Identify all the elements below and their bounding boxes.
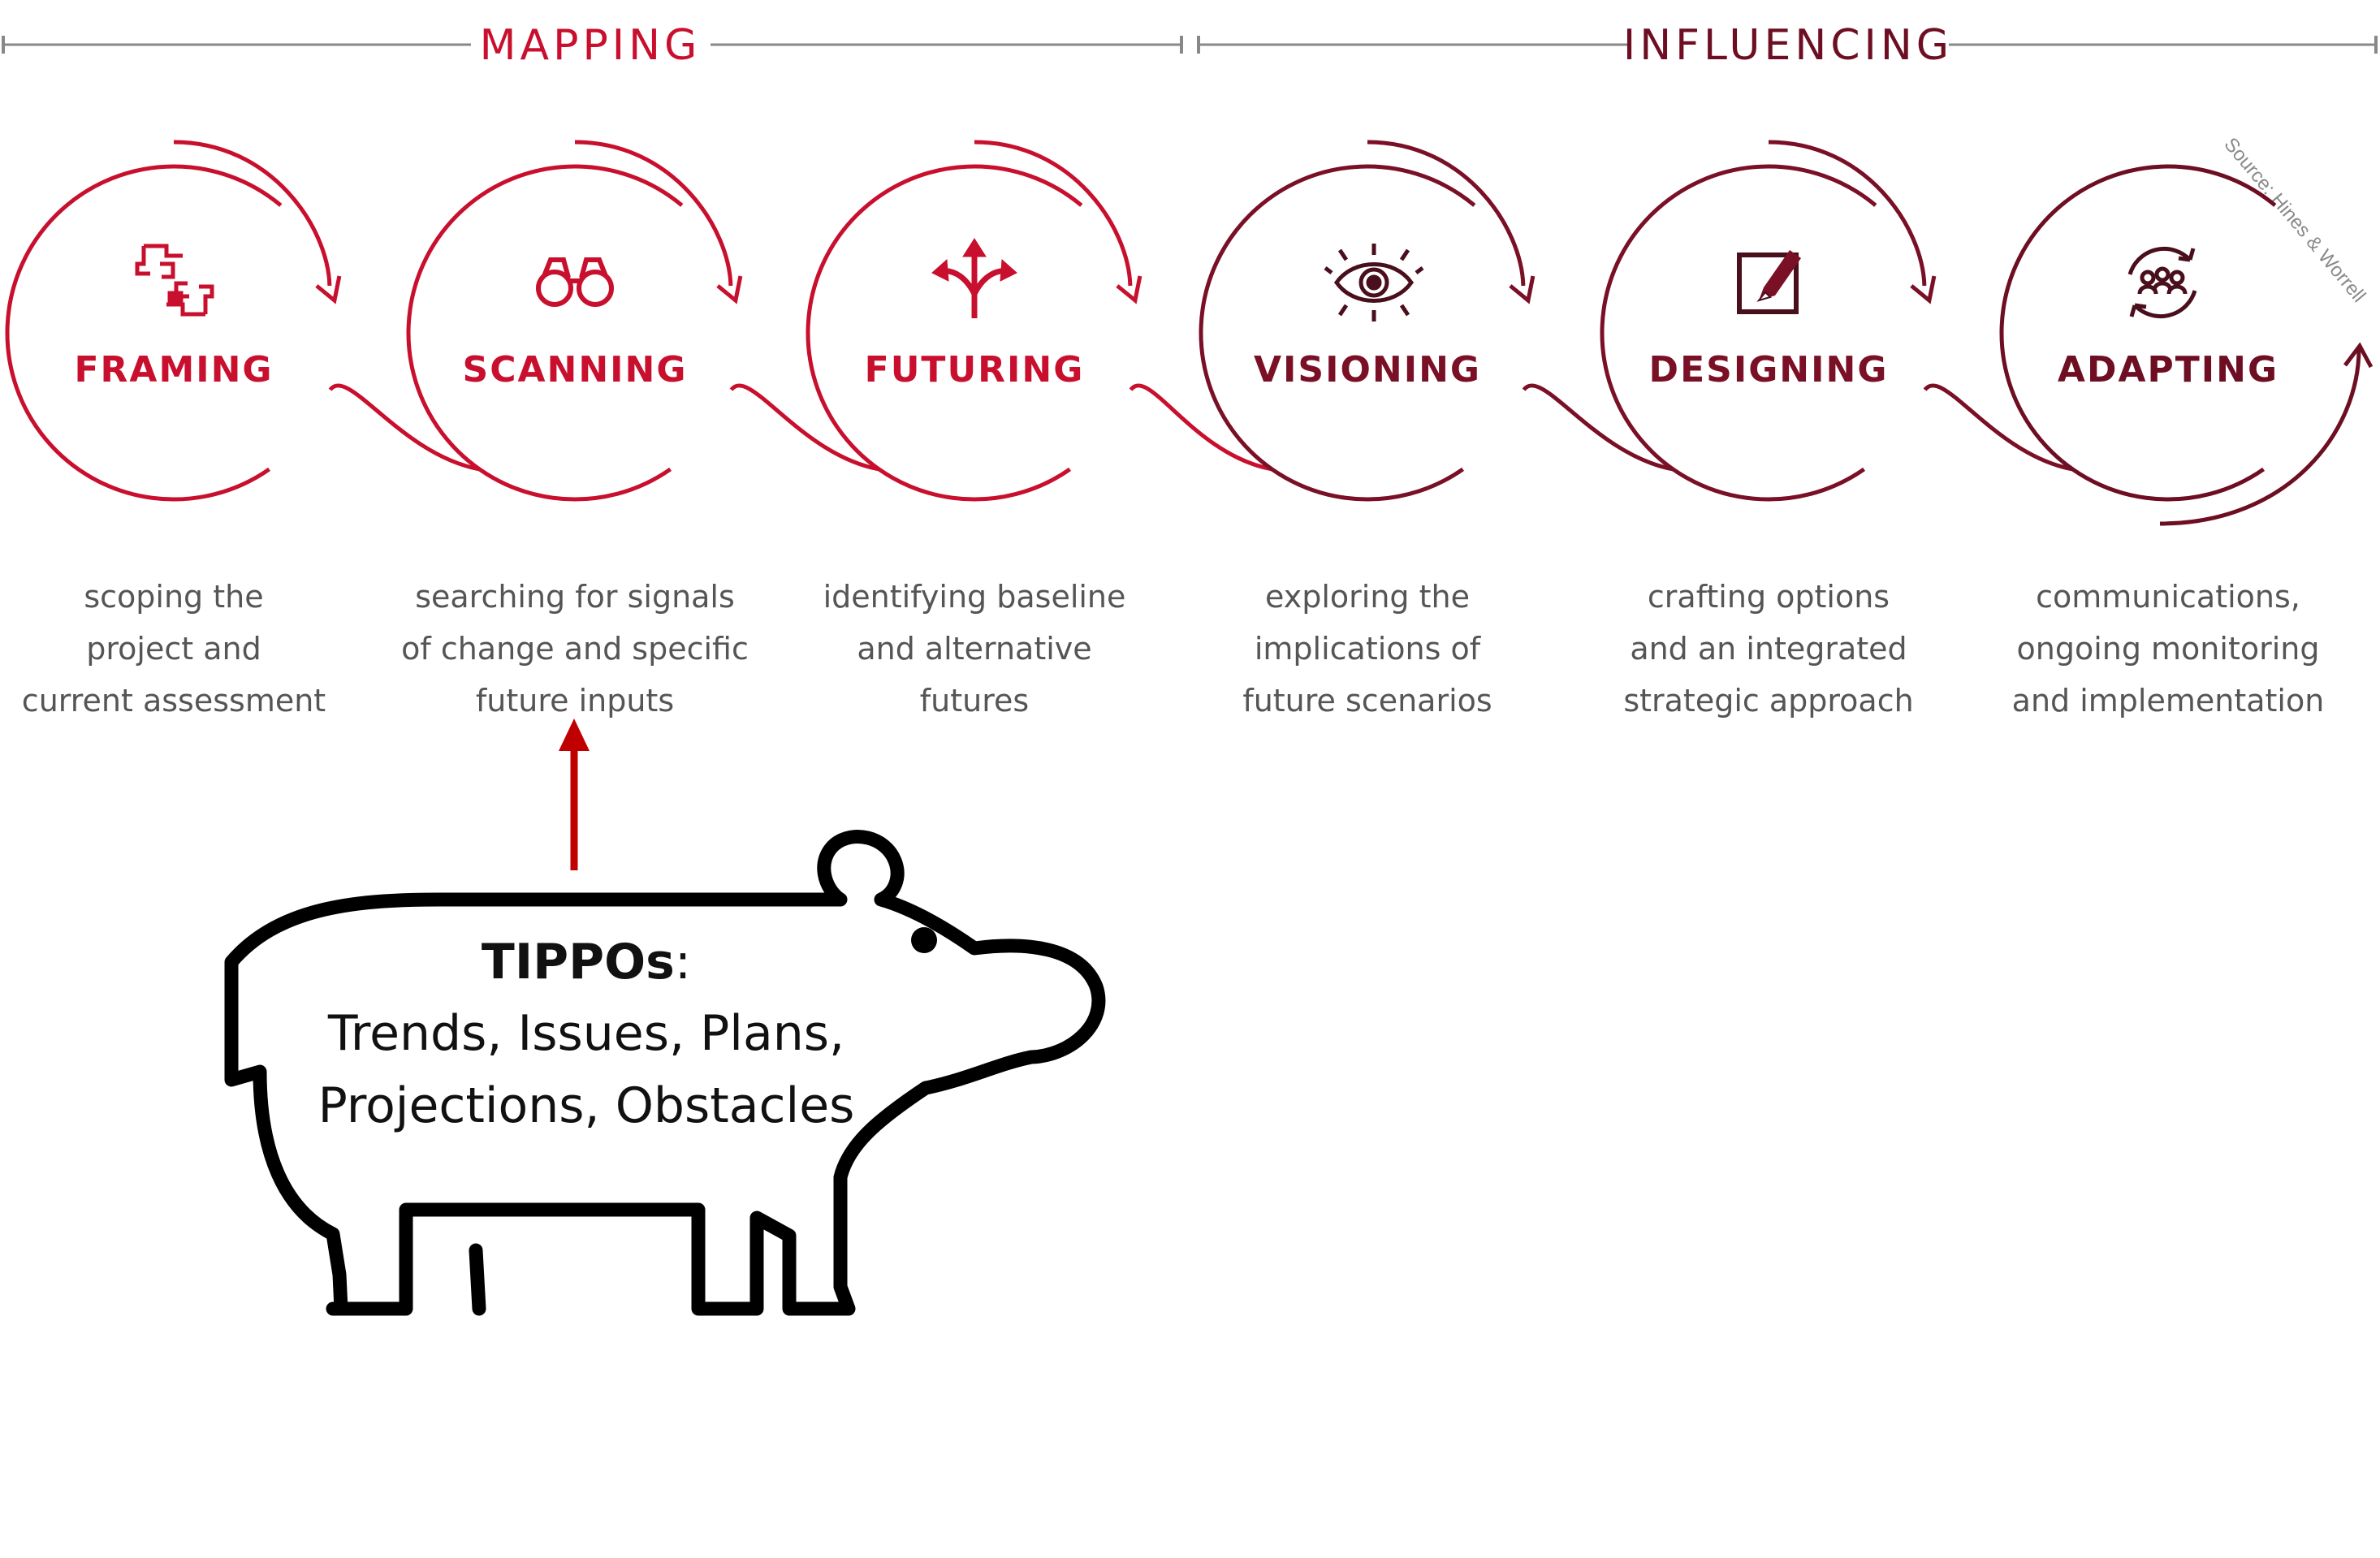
step-loop-adapting: [1999, 164, 2277, 502]
step-desc-adapting-2: ongoing monitoring: [2017, 631, 2320, 667]
eye-icon: [1324, 244, 1424, 322]
step-icons: [135, 238, 2197, 322]
step-desc-visioning-2: implications of: [1255, 631, 1482, 667]
hippo-heading: TIPPOs:: [482, 934, 691, 990]
people-cycle-icon: [2127, 246, 2197, 319]
diverging-arrows-icon: [931, 238, 1017, 318]
phase-label-mapping: MAPPING: [480, 21, 702, 70]
step-arrow-final: [2159, 348, 2361, 526]
phase-bar-influencing: INFLUENCING: [1197, 21, 2378, 70]
pencil-square-icon: [1737, 250, 1801, 314]
step-desc-scanning-2: of change and specific: [401, 631, 749, 667]
step-desc-visioning-3: future scenarios: [1242, 683, 1492, 719]
step-loops: [5, 140, 2374, 526]
step-arrow-2: [574, 140, 733, 287]
hippo-icon: [224, 830, 1106, 1316]
step-arrow-3: [974, 140, 1133, 287]
hippo-title: TIPPOs: [482, 934, 675, 990]
step-texts: FRAMING scoping the project and current ass…: [22, 349, 2325, 719]
step-connector-1: [328, 383, 480, 472]
step-title-scanning: SCANNING: [463, 349, 688, 391]
step-loop-framing: [5, 164, 283, 502]
handshake-icon: [135, 244, 214, 317]
step-loop-futuring: [806, 164, 1083, 502]
step-connector-3: [1129, 383, 1272, 472]
step-desc-futuring-1: identifying baseline: [823, 579, 1126, 615]
step-desc-designing-3: strategic approach: [1623, 683, 1913, 719]
step-desc-futuring-2: and alternative: [857, 631, 1091, 667]
step-title-visioning: VISIONING: [1254, 349, 1481, 391]
step-loop-designing: [1600, 164, 1877, 502]
step-desc-adapting-3: and implementation: [2012, 683, 2325, 719]
step-desc-futuring-3: futures: [920, 683, 1029, 719]
binoculars-icon: [536, 257, 614, 307]
step-arrowhead-1: [315, 275, 342, 304]
step-desc-framing-3: current assessment: [22, 683, 326, 719]
scanning-input-arrow: [559, 719, 590, 870]
step-desc-framing-1: scoping the: [84, 579, 263, 615]
step-arrow-5: [1768, 140, 1927, 287]
step-connector-2: [729, 383, 879, 472]
step-desc-designing-1: crafting options: [1648, 579, 1890, 615]
step-desc-framing-2: project and: [86, 631, 261, 667]
step-loop-scanning: [406, 164, 684, 502]
hippo-eye: [911, 927, 937, 953]
step-desc-scanning-3: future inputs: [476, 683, 674, 719]
step-desc-adapting-1: communications,: [2036, 579, 2300, 615]
hippo-line-1: Trends, Issues, Plans,: [327, 1005, 844, 1062]
step-title-framing: FRAMING: [74, 349, 273, 391]
step-arrowhead-3: [1116, 275, 1142, 304]
step-arrowhead-4: [1509, 275, 1536, 304]
step-desc-designing-2: and an integrated: [1630, 631, 1907, 667]
step-arrow-4: [1367, 140, 1526, 287]
phase-label-influencing: INFLUENCING: [1623, 21, 1953, 70]
step-connector-4: [1522, 383, 1674, 472]
step-connector-5: [1923, 383, 2073, 472]
step-title-designing: DESIGNING: [1649, 349, 1889, 391]
step-arrow-1: [173, 140, 332, 287]
step-arrowhead-final: [2343, 342, 2374, 369]
hippo-line-2: Projections, Obstacles: [318, 1077, 855, 1134]
step-desc-scanning-1: searching for signals: [415, 579, 735, 615]
step-arrowhead-5: [1910, 275, 1937, 304]
step-title-futuring: FUTURING: [865, 349, 1085, 391]
phase-bar-mapping: MAPPING: [2, 21, 1183, 70]
hippo-title-colon: :: [675, 934, 691, 990]
step-title-adapting: ADAPTING: [2058, 349, 2278, 391]
step-arrowhead-2: [716, 275, 743, 304]
source-credit: Source: Hines & Worrell: [2219, 134, 2369, 307]
step-desc-visioning-1: exploring the: [1265, 579, 1470, 615]
step-loop-visioning: [1199, 164, 1476, 502]
